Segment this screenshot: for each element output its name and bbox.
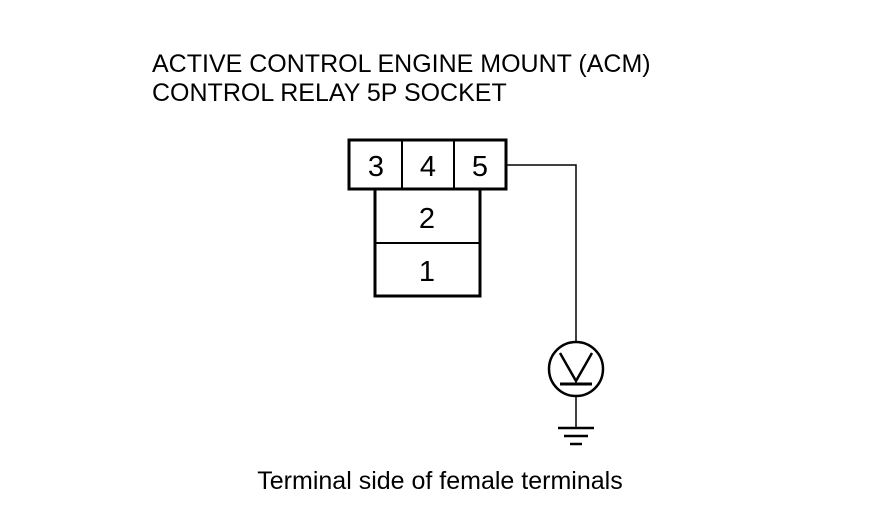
voltmeter-icon [547, 340, 605, 398]
diagram-title: ACTIVE CONTROL ENGINE MOUNT (ACM) CONTRO… [152, 50, 651, 108]
title-line-1: ACTIVE CONTROL ENGINE MOUNT (ACM) [152, 50, 651, 78]
terminal-2: 2 [419, 203, 435, 235]
terminal-1: 1 [419, 256, 435, 288]
test-lead-wire [506, 164, 577, 342]
terminal-3: 3 [368, 151, 384, 183]
terminal-5: 5 [472, 151, 488, 183]
connector-socket: 3 4 5 2 1 [347, 138, 508, 298]
terminal-4: 4 [420, 151, 436, 183]
ground-icon [558, 426, 594, 446]
diagram-caption: Terminal side of female terminals [257, 467, 623, 495]
title-line-2: CONTROL RELAY 5P SOCKET [152, 79, 507, 107]
